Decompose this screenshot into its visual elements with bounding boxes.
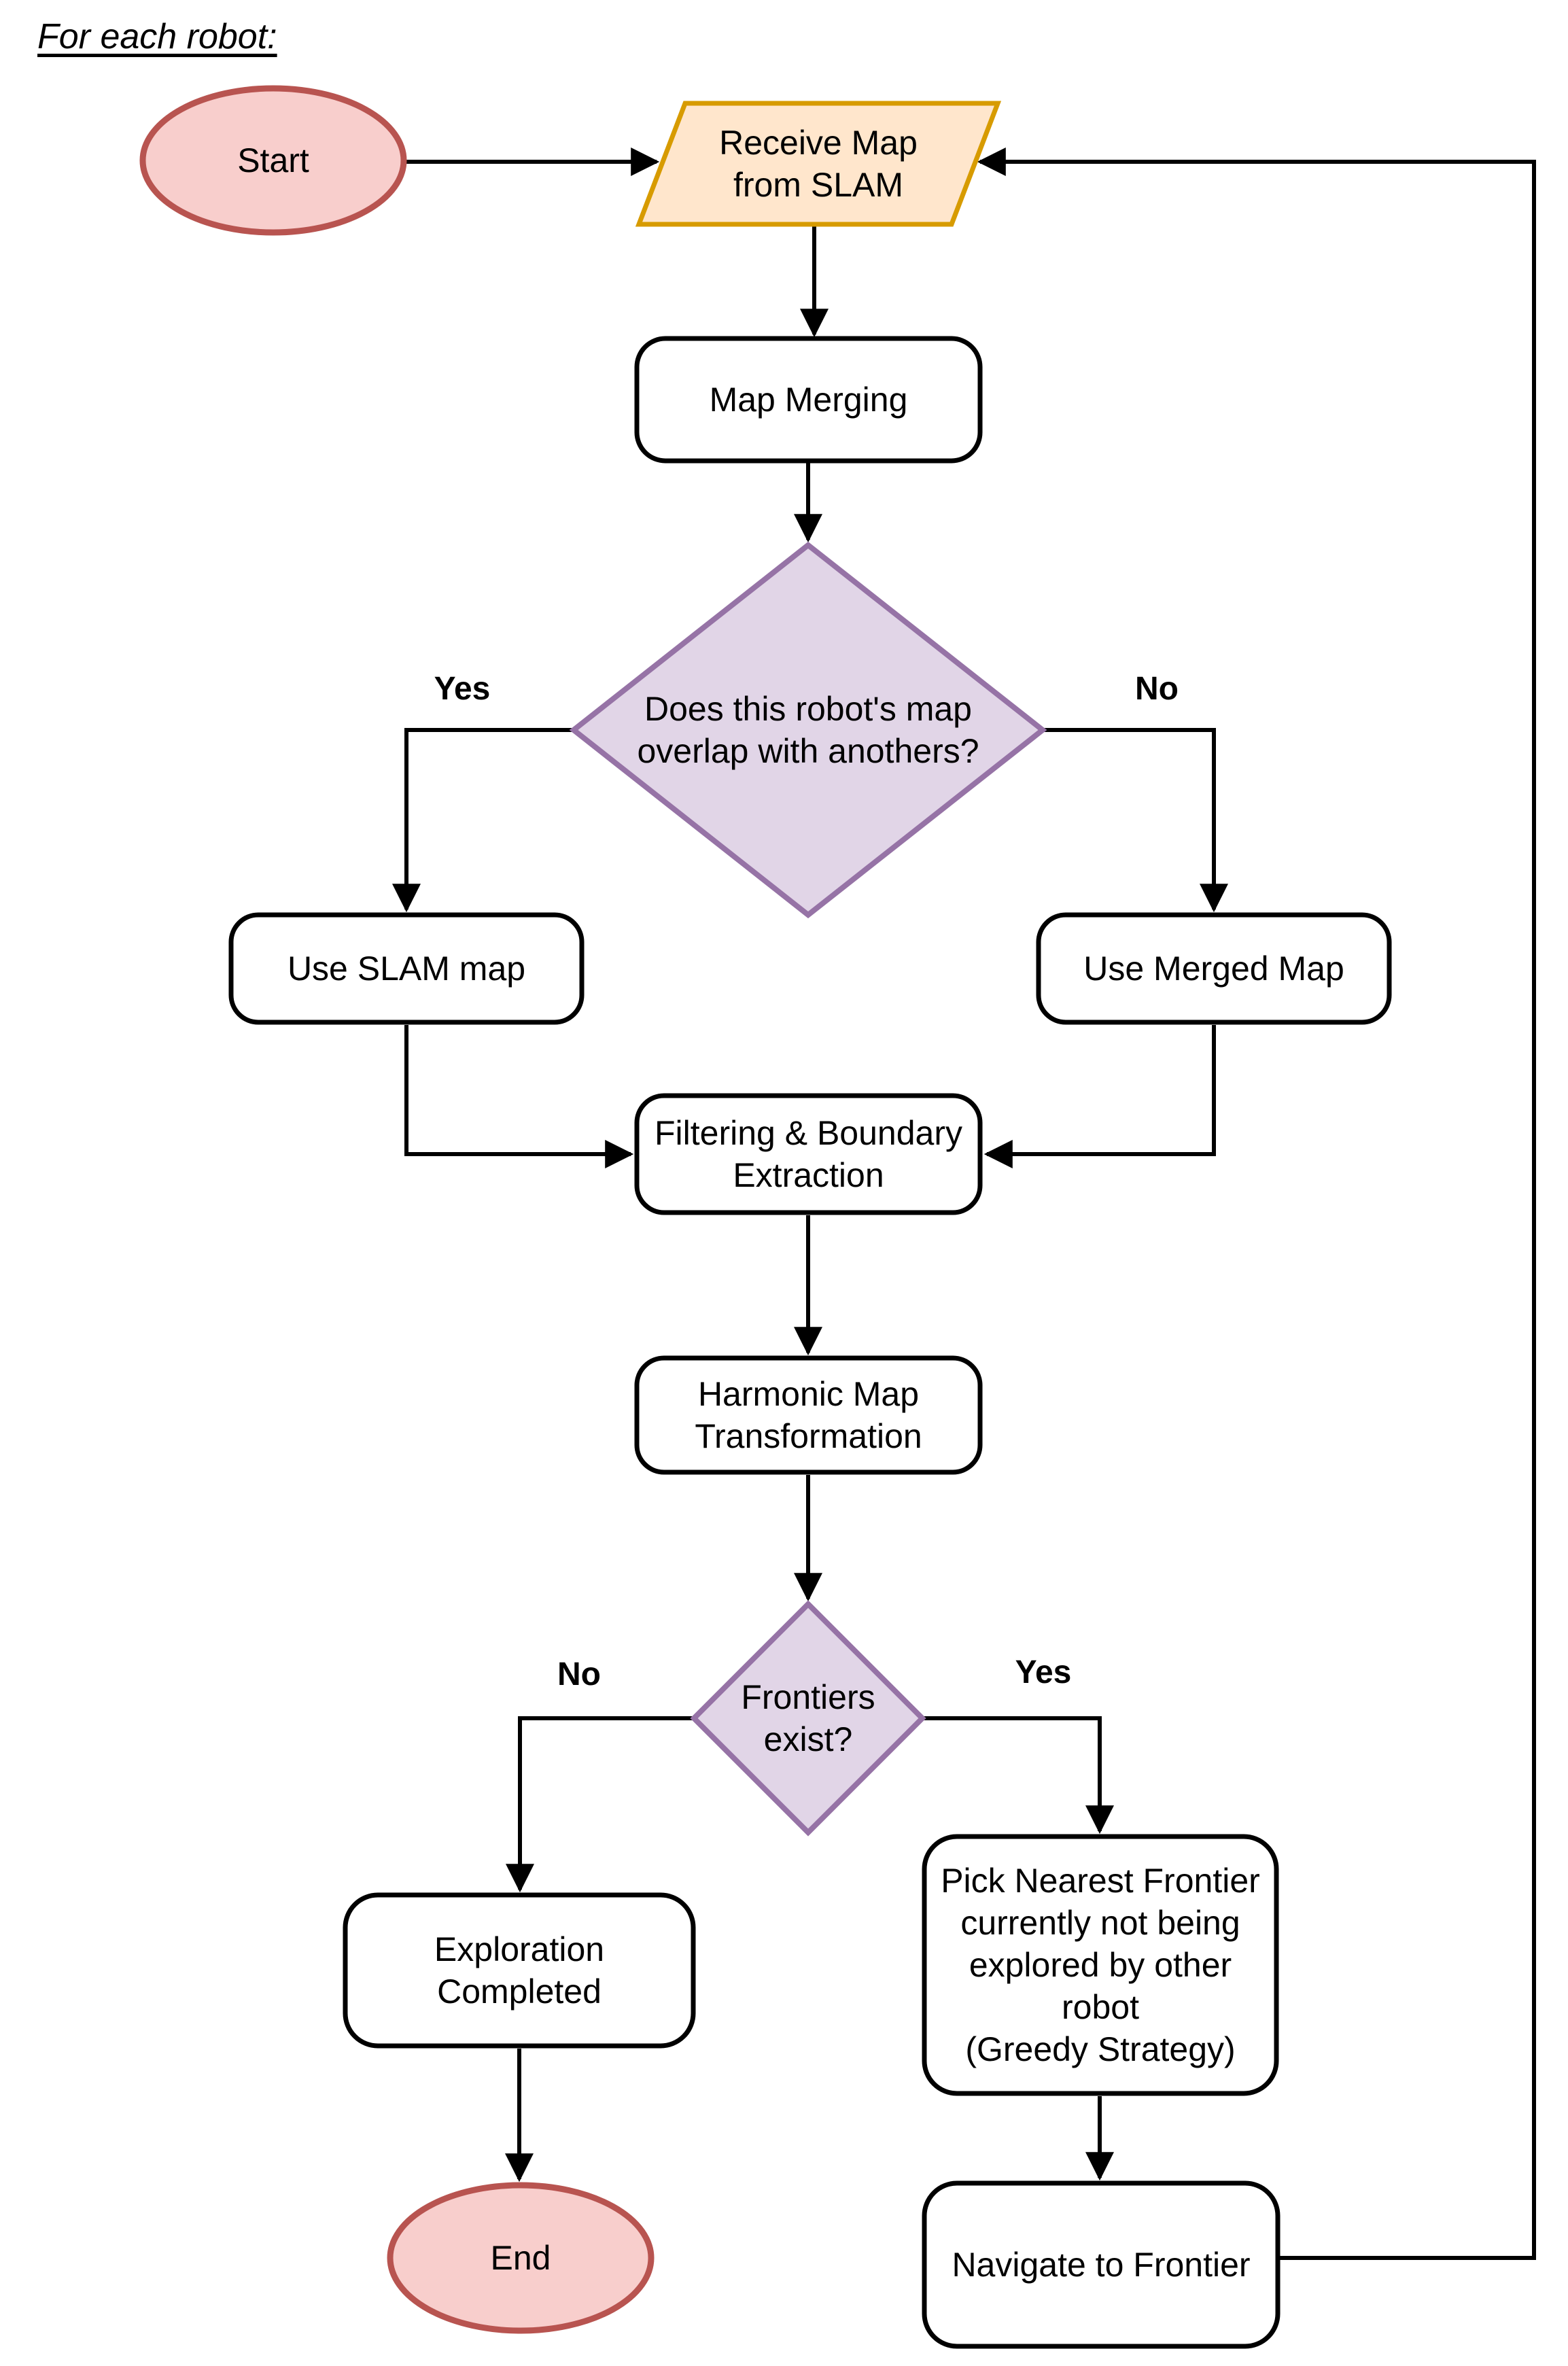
- edge-overlap-no: [1043, 728, 1228, 913]
- node-receive-map-parallelogram: [635, 101, 1002, 227]
- frontiers-no-label: No: [557, 1656, 601, 1692]
- edge-use-slam-to-filtering: [404, 1025, 634, 1168]
- map-merging-label: Map Merging: [709, 381, 908, 419]
- overlap-decision-label: Does this robot's map overlap with anoth…: [637, 690, 979, 770]
- harmonic-label: Harmonic Map Transformation: [695, 1375, 922, 1455]
- node-harmonic-rect: [634, 1355, 983, 1475]
- node-frontiers-decision-diamond: [690, 1600, 926, 1837]
- start-label: Start: [237, 141, 309, 179]
- page-title: For each robot:: [37, 17, 277, 56]
- edge-use-merged-to-filtering: [983, 1025, 1216, 1168]
- frontiers-yes-label: Yes: [1015, 1654, 1072, 1690]
- node-pick-frontier-rect: [922, 1834, 1279, 2096]
- navigate-label: Navigate to Frontier: [952, 2246, 1251, 2284]
- node-map-merging-rect: [634, 336, 983, 464]
- node-use-slam-map-rect: [228, 912, 585, 1025]
- node-end-ellipse: [387, 2182, 655, 2334]
- edge-frontiers-no: [506, 1716, 693, 1893]
- pick-frontier-label: Pick Nearest Frontier currently not bein…: [941, 1862, 1260, 2068]
- node-use-merged-map-rect: [1036, 912, 1392, 1025]
- node-navigate-rect: [922, 2180, 1280, 2349]
- node-exploration-completed-rect: [343, 1892, 696, 2049]
- filtering-label: Filtering & Boundary Extraction: [654, 1114, 962, 1194]
- edge-navigate-loop-to-receive-map: [977, 147, 1536, 2260]
- node-overlap-decision-diamond: [569, 541, 1047, 919]
- overlap-yes-label: Yes: [434, 670, 491, 707]
- node-start-ellipse: [139, 85, 407, 236]
- end-label: End: [490, 2239, 551, 2277]
- use-merged-map-label: Use Merged Map: [1083, 950, 1344, 988]
- edge-frontiers-yes: [924, 1716, 1114, 1834]
- receive-map-label: Receive Map from SLAM: [719, 124, 918, 204]
- overlap-no-label: No: [1135, 670, 1179, 707]
- edge-overlap-yes: [392, 728, 574, 913]
- node-filtering-rect: [634, 1093, 983, 1215]
- frontiers-decision-label: Frontiers exist?: [741, 1678, 875, 1758]
- use-slam-map-label: Use SLAM map: [287, 950, 526, 988]
- exploration-completed-label: Exploration Completed: [434, 1930, 605, 2011]
